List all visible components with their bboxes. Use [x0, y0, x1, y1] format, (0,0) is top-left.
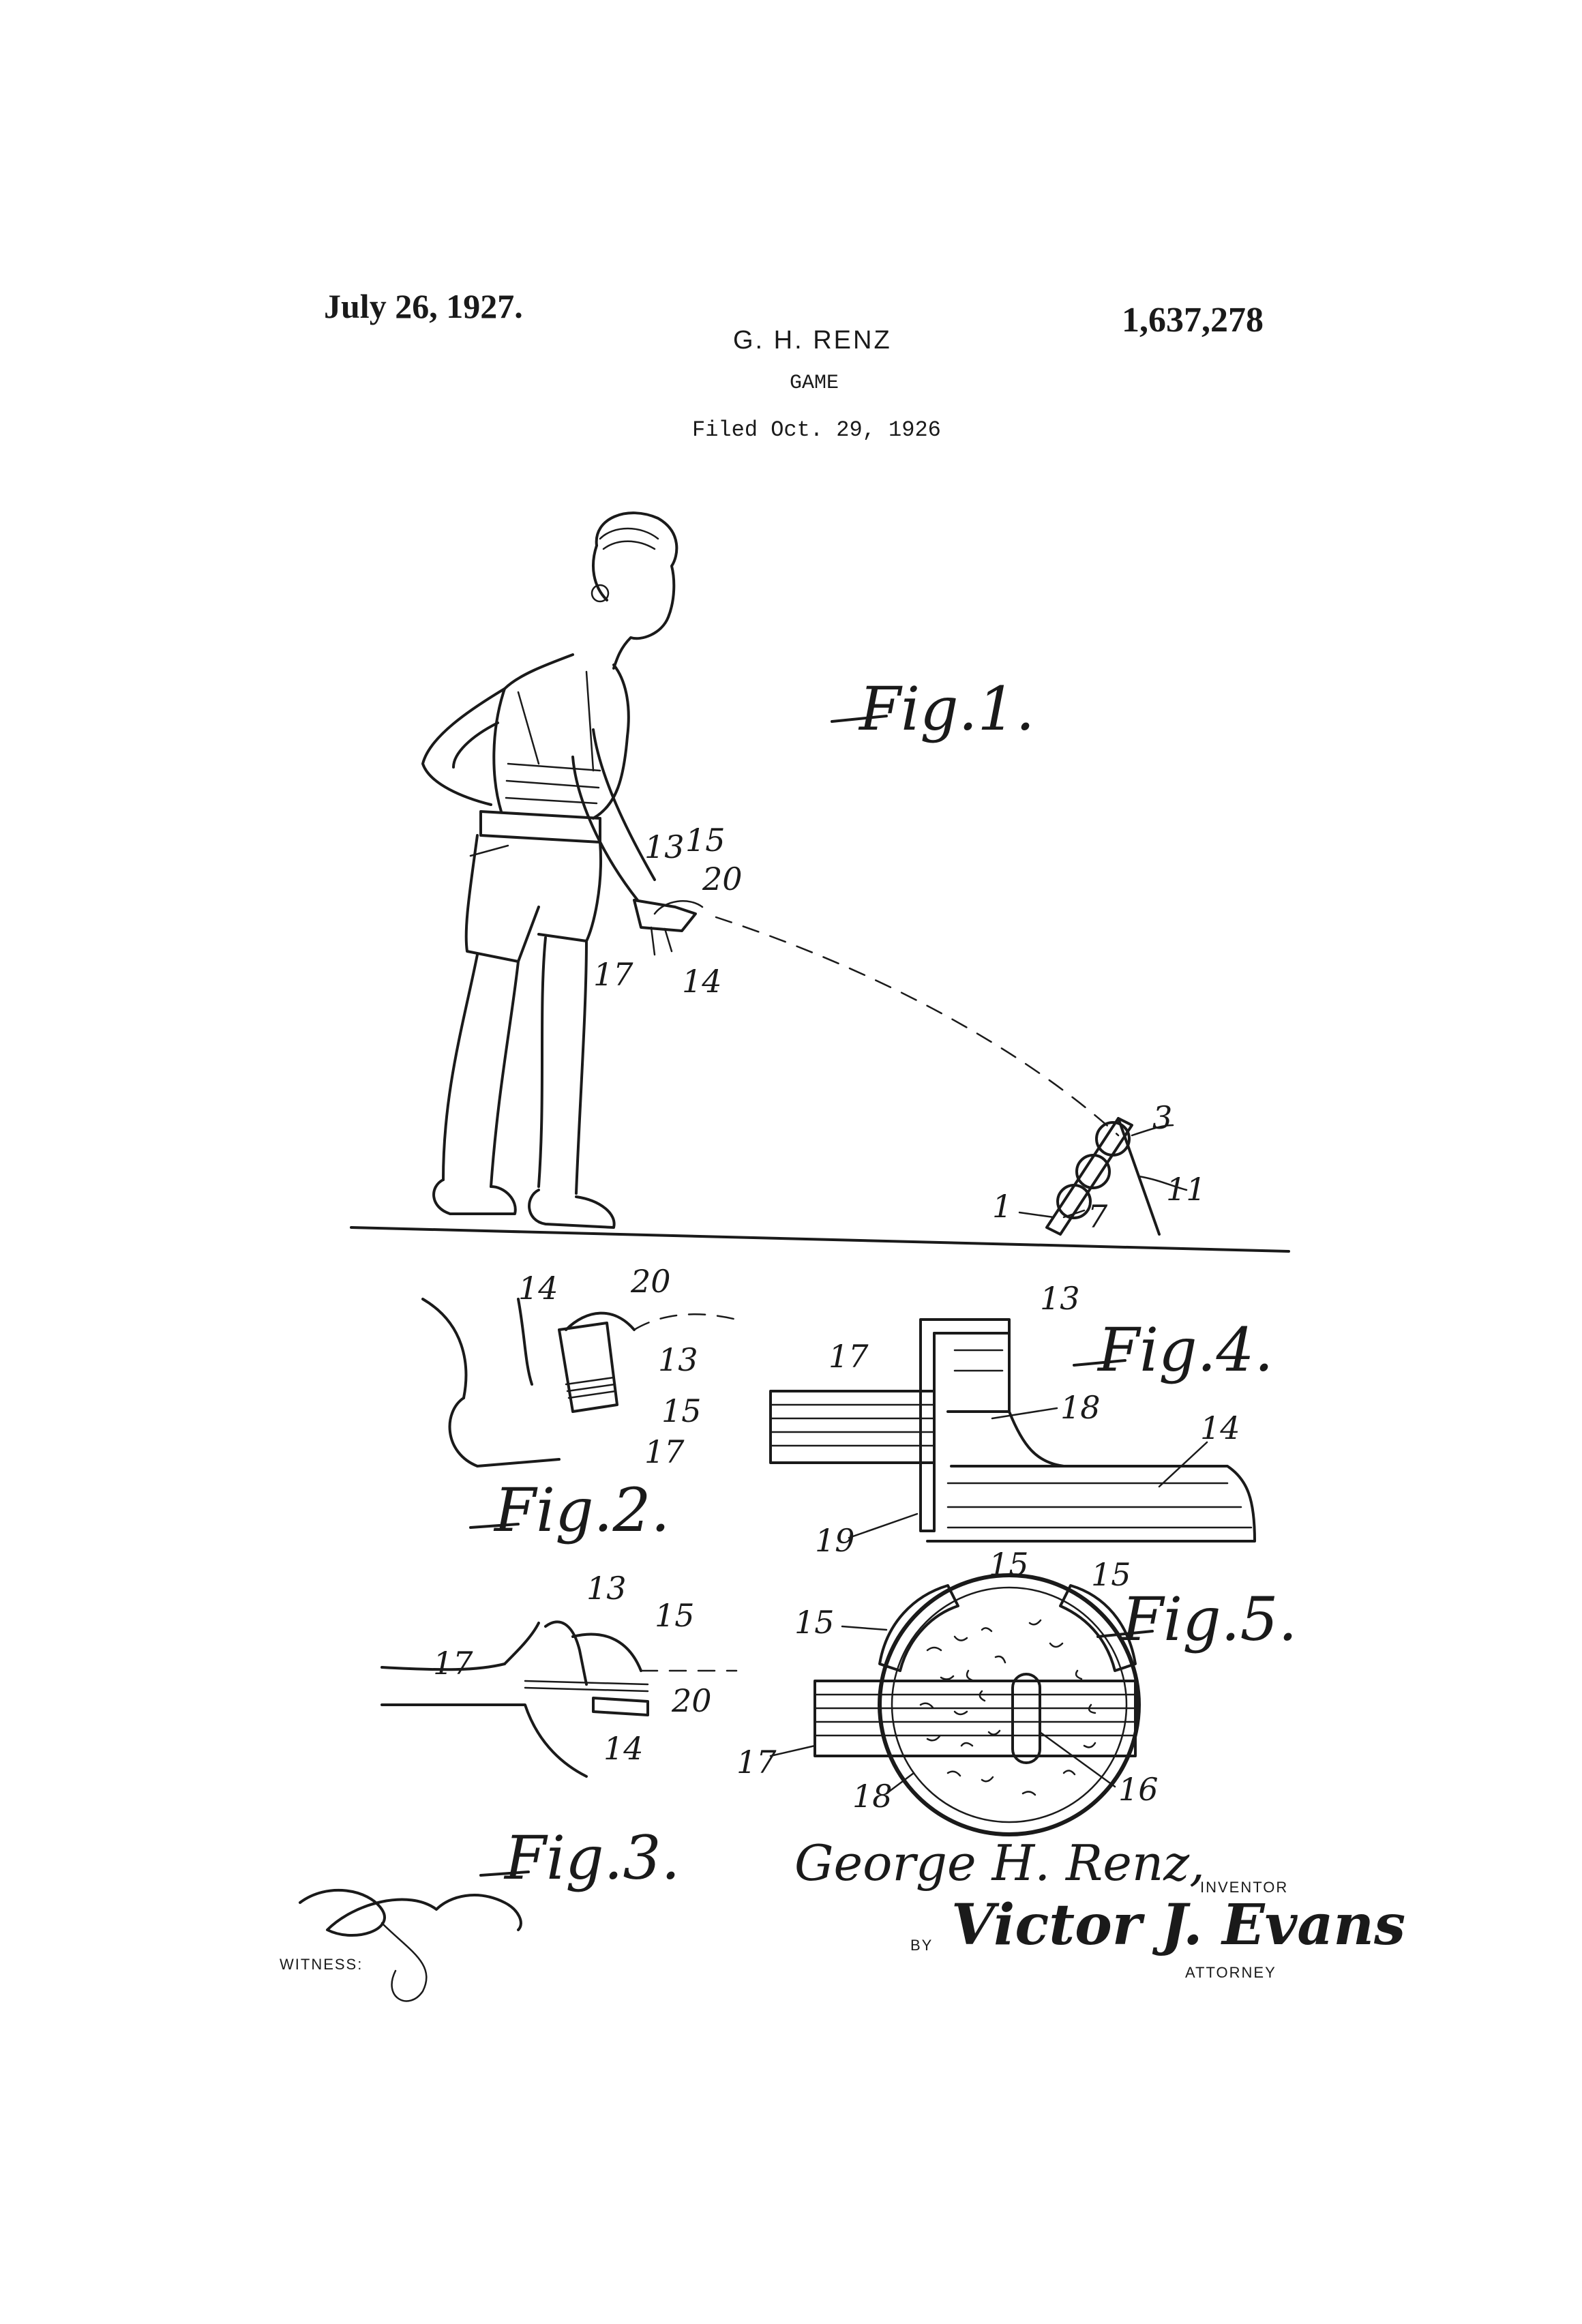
fig3-drawing [380, 1620, 738, 1778]
fig1-ref-7: 7 [1088, 1198, 1108, 1235]
fig1-ref-20: 20 [702, 861, 743, 897]
fig5-ref-15-right: 15 [1091, 1556, 1131, 1593]
fig5-ref-18: 18 [852, 1778, 893, 1815]
fig4-ref-17: 17 [829, 1338, 869, 1375]
fig1-ref-14: 14 [682, 963, 722, 1000]
fig4-ref-14: 14 [1200, 1410, 1240, 1446]
fig5-ref-17: 17 [736, 1744, 777, 1781]
fig2-ref-13: 13 [658, 1341, 698, 1378]
fig1-label: Fig.1. [858, 674, 1034, 744]
fig4-label: Fig.4. [1096, 1315, 1273, 1385]
fig3-ref-13: 13 [586, 1570, 627, 1607]
attorney-label: ATTORNEY [1185, 1964, 1277, 1981]
fig1-ref-3: 3 [1152, 1099, 1172, 1136]
inventor-label: INVENTOR [1200, 1879, 1289, 1896]
fig3-ref-20: 20 [671, 1682, 712, 1719]
fig5-ref-16: 16 [1118, 1771, 1159, 1808]
fig1-ref-1: 1 [992, 1188, 1012, 1225]
fig5-label: Fig.5. [1120, 1584, 1297, 1654]
fig1-ref-17: 17 [593, 956, 633, 993]
by-label: BY [910, 1937, 934, 1954]
fig4-ref-13: 13 [1040, 1280, 1080, 1317]
fig2-ref-14: 14 [518, 1270, 558, 1307]
patent-title: GAME [790, 372, 839, 395]
patent-number: 1,637,278 [1122, 301, 1264, 340]
fig2-drawing [421, 1298, 738, 1468]
fig3-label: Fig.3. [503, 1823, 680, 1893]
fig1-drawing [350, 511, 1290, 1253]
fig4-drawing [769, 1318, 1256, 1543]
fig1-ref-11: 11 [1166, 1171, 1206, 1208]
fig5-ref-15-top: 15 [989, 1546, 1029, 1583]
fig5-ref-15-left: 15 [794, 1604, 835, 1641]
fig2-ref-17: 17 [644, 1433, 685, 1470]
patent-date: July 26, 1927. [324, 287, 523, 325]
fig2-label: Fig.2. [493, 1475, 670, 1545]
fig2-ref-15: 15 [661, 1392, 702, 1429]
fig4-ref-19: 19 [815, 1522, 855, 1559]
inventor-name: G. H. RENZ [733, 326, 892, 355]
fig2-ref-20: 20 [630, 1263, 671, 1300]
fig1-ref-13: 13 [644, 829, 685, 865]
fig3-ref-17: 17 [433, 1645, 473, 1682]
inventor-signature: George H. Renz, [794, 1834, 1206, 1892]
filed-date: Filed Oct. 29, 1926 [692, 417, 941, 443]
witness-label: WITNESS: [280, 1956, 363, 1973]
witness-signature-scrawl [299, 1888, 522, 2002]
fig5-drawing [814, 1573, 1141, 1836]
attorney-signature: Victor J. Evans [951, 1892, 1406, 1958]
fig1-ref-15: 15 [685, 822, 726, 859]
fig3-ref-15: 15 [655, 1597, 695, 1634]
fig4-ref-18: 18 [1060, 1389, 1101, 1426]
fig3-ref-14: 14 [603, 1730, 644, 1767]
